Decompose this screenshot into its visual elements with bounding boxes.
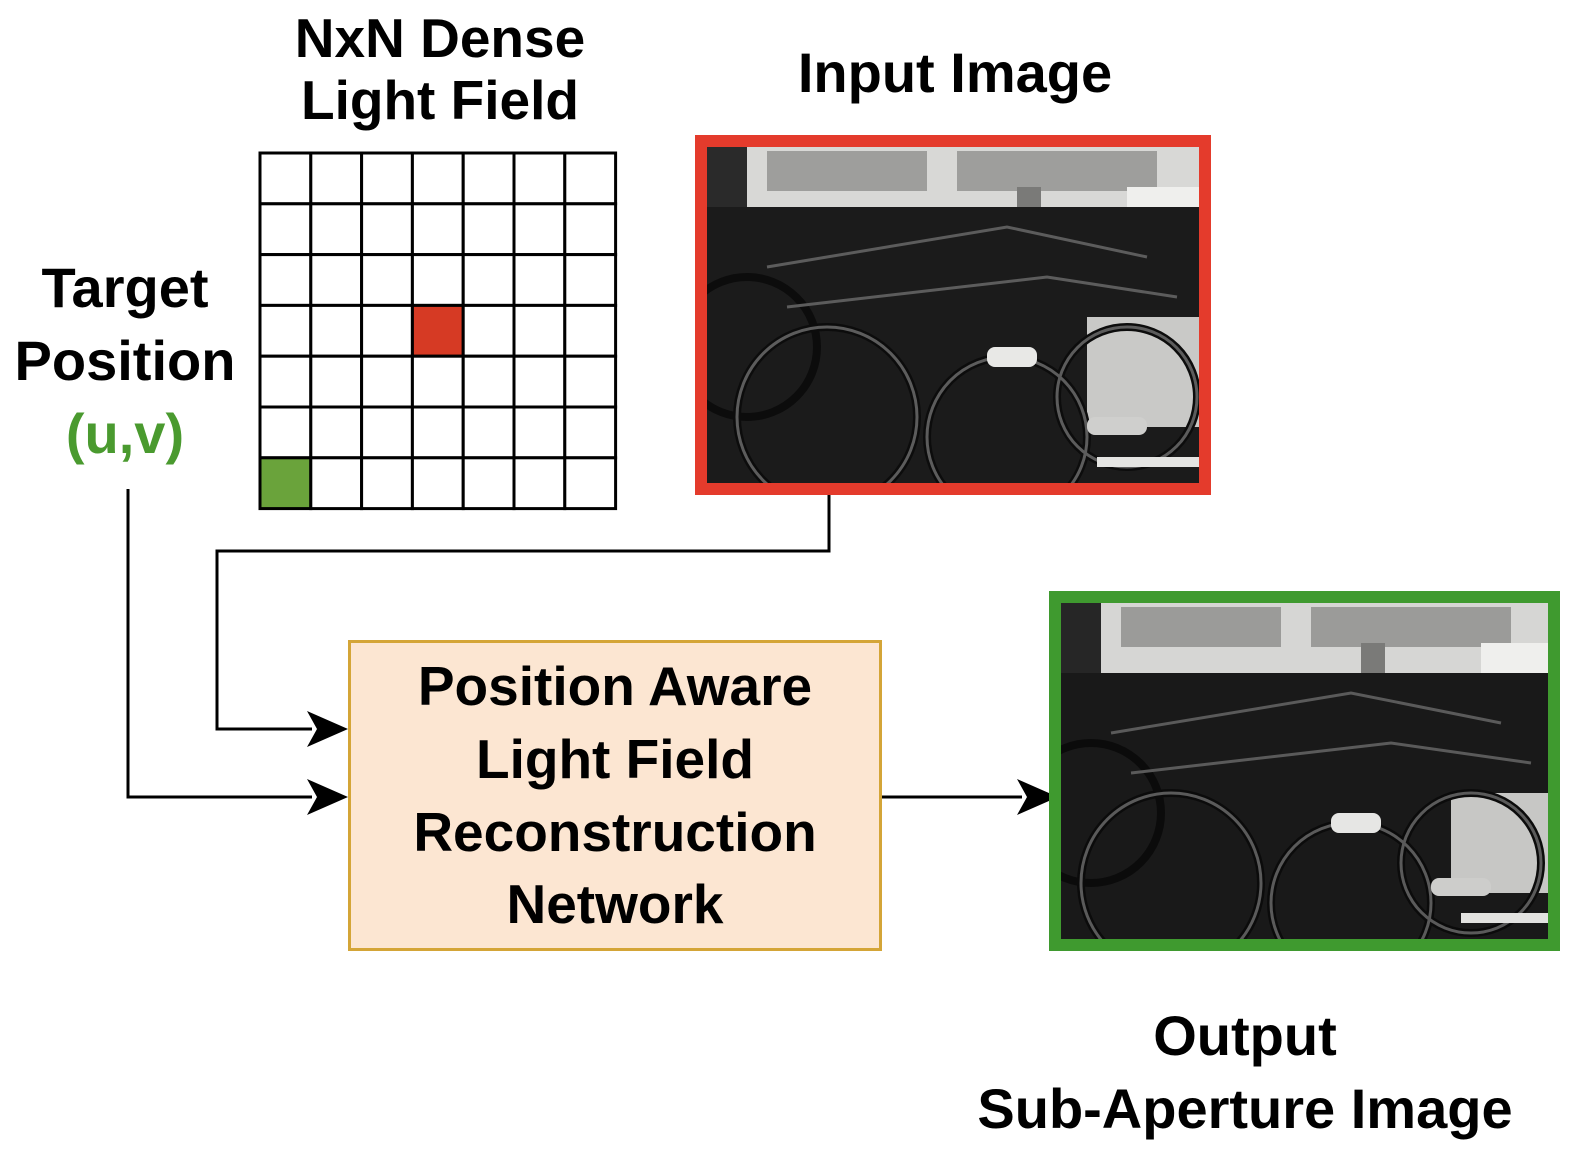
network-label: Position Aware Light Field Reconstructio… (413, 650, 816, 940)
grid-cell (309, 253, 364, 307)
grid-cell (512, 253, 567, 307)
network-label-line-2: Light Field (475, 727, 754, 790)
input-connector-line (215, 495, 831, 731)
grid-cell (410, 253, 465, 307)
grid-cell (563, 202, 618, 257)
grid-cell (563, 303, 618, 358)
grid-title-line-2: Light Field (300, 68, 579, 131)
grid-cell (258, 202, 313, 257)
grid-cell (309, 456, 364, 511)
grid-cell (563, 456, 618, 511)
output-label-line-2: Sub-Aperture Image (977, 1076, 1513, 1140)
grid-cell (258, 151, 313, 206)
output-image (1049, 591, 1560, 951)
grid-cell (563, 405, 618, 460)
grid-cell (461, 303, 516, 358)
target-label-line-2: Position (14, 328, 236, 392)
grid-cell (461, 354, 516, 409)
grid-cell-input-view (410, 303, 465, 358)
output-label: Output Sub-Aperture Image (930, 1000, 1560, 1146)
grid-cell (461, 456, 516, 511)
grid-cell (258, 303, 313, 358)
grid-cell (258, 253, 313, 307)
grid-cell (461, 253, 516, 307)
grid-title-line-1: NxN Dense (294, 7, 586, 69)
grid-cell (309, 303, 364, 358)
grid-cell (512, 405, 567, 460)
grid-cell (563, 151, 618, 206)
input-image (695, 135, 1211, 495)
grid-cell (309, 354, 364, 409)
grid-cell (461, 202, 516, 257)
grid-cell (512, 151, 567, 206)
reconstruction-network-box: Position Aware Light Field Reconstructio… (348, 640, 882, 951)
grid-cell (563, 253, 618, 307)
target-connector-line (126, 489, 312, 799)
grid-cell (360, 354, 414, 409)
grid-cell (309, 405, 364, 460)
grid-cell (360, 151, 414, 206)
grid-cell (360, 202, 414, 257)
input-arrowhead (307, 711, 348, 747)
grid-cell (258, 354, 313, 409)
grid-cell (309, 202, 364, 257)
light-field-grid (258, 151, 618, 511)
target-position-label: Target Position (u,v) (0, 252, 250, 470)
grid-cell (512, 354, 567, 409)
grid-cell (258, 405, 313, 460)
grid-cell (512, 202, 567, 257)
network-label-line-1: Position Aware (417, 655, 813, 718)
target-coordinate: (u,v) (65, 401, 185, 465)
grid-cell (512, 303, 567, 358)
grid-cell (410, 405, 465, 460)
grid-cell (360, 253, 414, 307)
grid-cell (360, 405, 414, 460)
grid-cell (461, 405, 516, 460)
grid-cell (512, 456, 567, 511)
grid-cell (410, 151, 465, 206)
grid-cell (309, 151, 364, 206)
target-label-line-1: Target (41, 256, 209, 319)
grid-cell (563, 354, 618, 409)
grid-cell (360, 303, 414, 358)
network-label-line-3: Reconstruction (413, 800, 817, 863)
grid-cell (410, 354, 465, 409)
bicycles-photo (707, 147, 1199, 483)
grid-cell (410, 456, 465, 511)
grid-cell-target-view (258, 456, 313, 511)
output-arrowhead (1017, 779, 1058, 815)
grid-cell (461, 151, 516, 206)
input-image-title: Input Image (797, 41, 1113, 104)
grid-cell (410, 202, 465, 257)
grid-cell (360, 456, 414, 511)
target-arrowhead (307, 779, 348, 815)
grid-title: NxN Dense Light Field (250, 7, 630, 131)
output-label-line-1: Output (1153, 1004, 1337, 1067)
bicycles-output-photo (1061, 603, 1548, 939)
network-label-line-4: Network (506, 873, 724, 936)
